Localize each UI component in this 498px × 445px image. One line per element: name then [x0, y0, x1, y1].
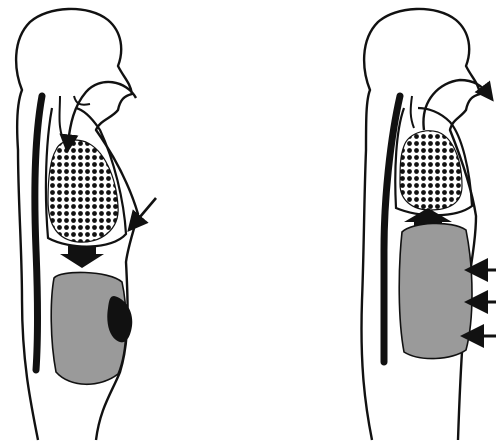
abdomen-right: [399, 223, 472, 358]
spine-left: [35, 96, 42, 370]
panel-exhalation: [361, 9, 496, 440]
lung-left: [48, 140, 118, 242]
airway-left: [60, 96, 63, 136]
panel-inhalation: [16, 9, 156, 440]
lung-right: [400, 131, 462, 210]
diaphragm-arrow-down: [60, 246, 104, 268]
airway-right: [411, 96, 414, 128]
